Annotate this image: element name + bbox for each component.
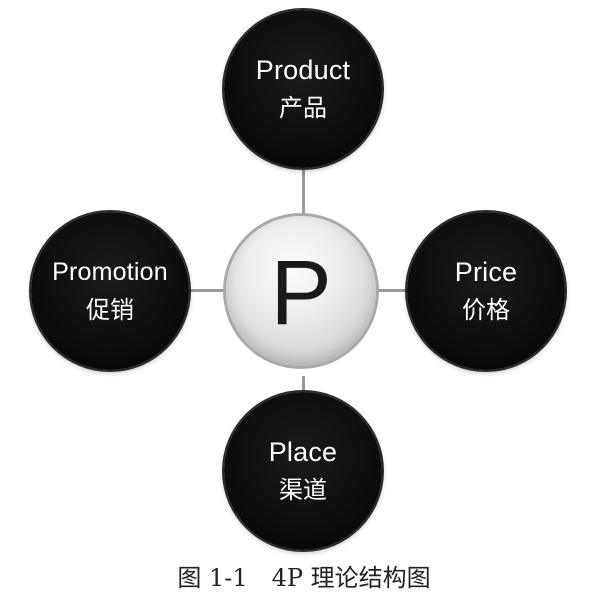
price-node: Price 价格 [407, 212, 565, 370]
price-label-zh: 价格 [462, 296, 510, 324]
promotion-label-zh: 促销 [86, 296, 134, 324]
place-label-zh: 渠道 [279, 476, 327, 504]
promotion-label-en: Promotion [52, 258, 168, 286]
center-p-node: P [226, 216, 376, 366]
place-label-en: Place [268, 437, 338, 467]
product-node: Product 产品 [224, 10, 382, 168]
promotion-node: Promotion 促销 [31, 212, 189, 370]
product-label-zh: 产品 [279, 94, 327, 122]
figure-caption: 图 1-1 4P 理论结构图 [0, 562, 608, 594]
center-letter: P [270, 242, 332, 344]
product-label-en: Product [255, 55, 351, 85]
figure-number: 图 1-1 [177, 564, 248, 592]
connector-left [176, 289, 235, 292]
connector-top [302, 146, 305, 241]
price-label-en: Price [454, 257, 518, 287]
place-node: Place 渠道 [224, 392, 382, 550]
connector-right [368, 289, 428, 292]
figure-title: 4P 理论结构图 [271, 564, 431, 592]
